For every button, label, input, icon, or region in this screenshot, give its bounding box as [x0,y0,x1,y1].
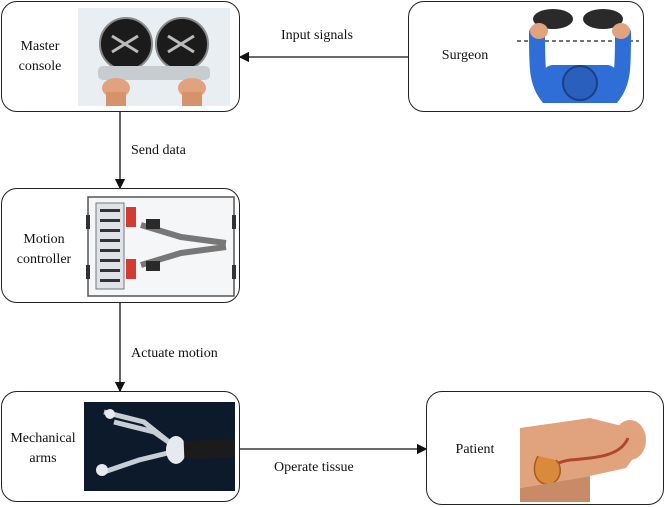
master-console-node: Master console [1,1,240,112]
mechanical-arms-node: Mechanical arms [1,391,240,502]
surgeon-node: Surgeon [408,1,644,112]
patient-label: Patient [455,442,495,457]
mechanical-arms-label: Mechanical arms [10,431,76,466]
motion-controller-node: Motion controller [1,188,240,303]
send-data-label: Send data [131,143,186,158]
motion-controller-image [86,196,236,297]
master-console-label: Master console [18,39,62,74]
motion-controller-label: Motion controller [16,232,72,267]
patient-image [520,418,646,502]
surgeon-image [517,9,639,103]
patient-node: Patient [426,391,664,505]
surgeon-label: Surgeon [441,48,489,63]
operate-tissue-label: Operate tissue [274,460,354,475]
input-signals-label: Input signals [281,28,353,43]
master-console-image [78,8,230,106]
actuate-motion-label: Actuate motion [131,346,218,361]
mechanical-arms-image [84,402,235,491]
